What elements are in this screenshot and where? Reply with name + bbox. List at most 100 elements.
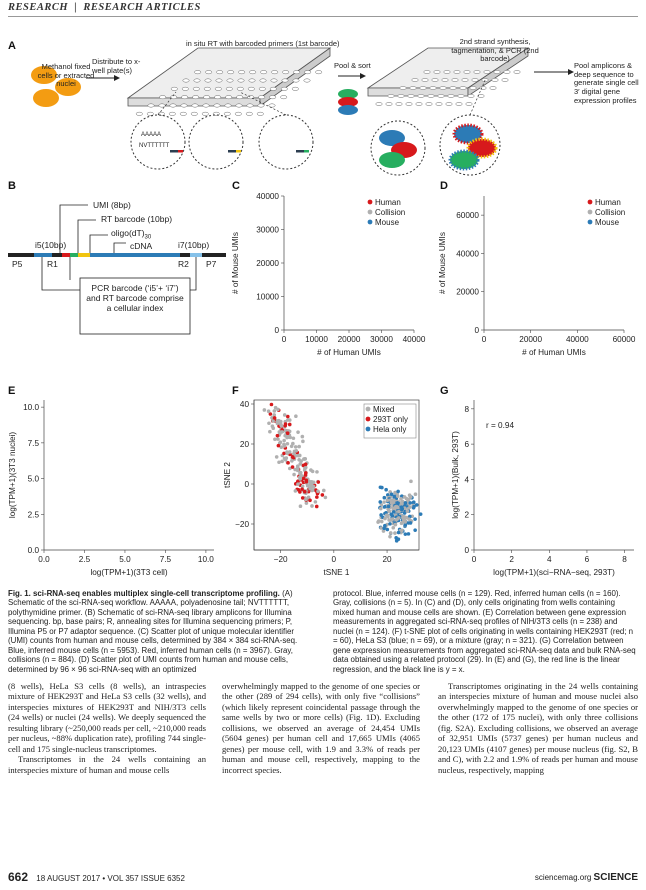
- well: [214, 86, 222, 91]
- tsne-point: [282, 438, 286, 443]
- tsne-point: [303, 497, 308, 502]
- tsne-point: [303, 466, 307, 471]
- tsne-point: [274, 455, 279, 459]
- well: [214, 95, 222, 100]
- well: [193, 78, 201, 83]
- well: [477, 94, 485, 98]
- tsne-point: [390, 517, 395, 521]
- y-tick-label: 0: [464, 546, 469, 555]
- well: [481, 78, 489, 82]
- correlation-label: r = 0.94: [486, 421, 514, 430]
- panel-e-label: E: [8, 385, 16, 397]
- tsne-point: [283, 433, 287, 438]
- body-column-3: Transcriptomes originating in the 24 wel…: [438, 681, 638, 775]
- tsne-point: [287, 450, 292, 454]
- cell-blob: [33, 89, 59, 107]
- well: [473, 70, 481, 74]
- tsne-point: [408, 514, 412, 519]
- tsne-point: [283, 428, 287, 433]
- legend-entry: Human: [595, 198, 621, 207]
- well: [467, 94, 475, 98]
- tsne-point: [278, 440, 283, 445]
- well: [435, 102, 443, 106]
- well: [471, 78, 479, 82]
- well: [258, 95, 266, 100]
- insitu-rt-label: in situ RT with barcoded primers (1st ba…: [186, 39, 340, 48]
- legend-entry: Collision: [595, 208, 625, 217]
- tsne-point: [323, 495, 328, 500]
- tsne-point: [385, 498, 390, 503]
- x-tick-label: 0: [482, 335, 487, 344]
- well: [429, 86, 437, 90]
- legend-marker: [365, 426, 371, 432]
- well: [439, 86, 447, 90]
- tsne-point: [300, 434, 305, 439]
- legend-marker: [587, 209, 593, 215]
- well: [469, 86, 477, 90]
- well: [280, 95, 288, 100]
- legend-marker: [587, 199, 593, 205]
- well: [385, 102, 393, 106]
- tsne-point: [290, 465, 295, 469]
- tsne-point: [285, 431, 290, 436]
- x-tick-label: 40000: [403, 335, 426, 344]
- well: [146, 111, 154, 116]
- tsne-point: [393, 531, 397, 535]
- tsne-point: [283, 423, 288, 428]
- well: [181, 95, 189, 100]
- well: [271, 70, 279, 75]
- well: [455, 102, 463, 106]
- tsne-point: [270, 424, 275, 429]
- well: [238, 70, 246, 75]
- tsne-point: [405, 509, 410, 514]
- legend-marker: [367, 199, 373, 205]
- tsne-point: [403, 501, 408, 505]
- x-axis-label: # of Human UMIs: [317, 348, 381, 357]
- tsne-point: [379, 526, 384, 530]
- y-tick-label: 60000: [456, 211, 479, 220]
- tsne-point: [311, 484, 316, 489]
- legend-marker: [367, 219, 373, 225]
- y-tick-label: 10.0: [23, 403, 39, 412]
- well: [191, 103, 199, 108]
- tsne-point: [320, 493, 325, 497]
- tsne-point: [407, 517, 411, 521]
- tsne-point: [399, 505, 404, 509]
- legend-entry: Mouse: [375, 218, 400, 227]
- page-number: 662: [8, 870, 29, 884]
- y-tick-label: −20: [235, 520, 249, 529]
- tsne-point: [294, 449, 299, 453]
- tsne-point: [277, 460, 281, 465]
- tsne-point: [293, 489, 298, 493]
- tsne-point: [303, 457, 308, 461]
- tsne-point: [269, 402, 274, 407]
- legend-marker: [365, 416, 371, 422]
- y-tick-label: 6: [464, 440, 469, 449]
- well: [257, 103, 265, 108]
- tsne-point: [391, 510, 396, 514]
- well: [205, 70, 213, 75]
- y-tick-label: 7.5: [28, 439, 40, 448]
- well: [282, 70, 290, 75]
- tsne-point: [305, 483, 310, 488]
- well: [135, 111, 143, 116]
- x-tick-label: 5.0: [119, 555, 131, 564]
- panel-b-label: B: [8, 180, 16, 192]
- panel-a-schematic: [31, 47, 574, 176]
- tsne-point: [266, 409, 271, 413]
- well: [226, 78, 234, 83]
- x-tick-label: 0: [332, 555, 337, 564]
- tsne-point: [386, 514, 390, 519]
- tsne-point: [287, 422, 292, 427]
- well: [415, 102, 423, 106]
- tsne-point: [280, 430, 284, 434]
- tsne-point: [303, 473, 308, 477]
- legend-entry: 293T only: [373, 415, 408, 424]
- tsne-point: [291, 436, 296, 441]
- well: [493, 70, 501, 74]
- tsne-point: [388, 531, 393, 535]
- well: [304, 70, 312, 75]
- tsne-point: [298, 462, 303, 466]
- tsne-point: [296, 482, 300, 486]
